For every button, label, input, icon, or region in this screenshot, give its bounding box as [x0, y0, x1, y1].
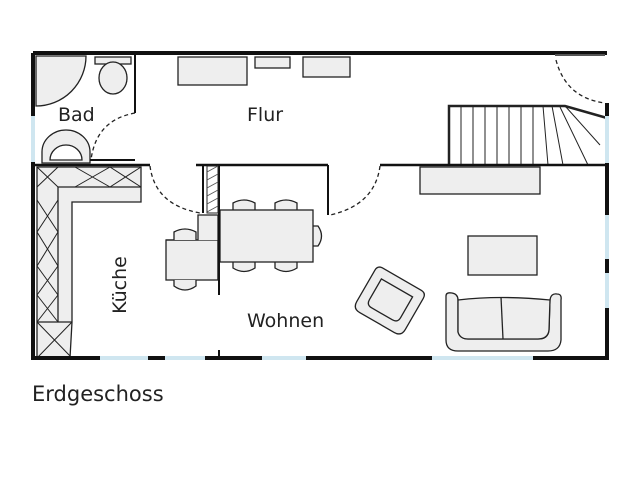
sideboard	[419, 166, 541, 195]
hall-cabinet	[177, 56, 248, 86]
room-label-living: Wohnen	[247, 310, 325, 332]
hall-bench	[302, 56, 351, 78]
toilet	[98, 61, 128, 95]
desk	[165, 239, 219, 281]
chimney	[206, 165, 219, 214]
shower	[35, 55, 87, 107]
door-swings	[90, 59, 606, 216]
chair	[173, 280, 197, 291]
chair	[173, 228, 197, 240]
chair	[232, 199, 256, 210]
armchair	[354, 266, 425, 335]
chair	[313, 225, 323, 247]
hall-shelf	[254, 56, 291, 69]
chair	[232, 262, 256, 273]
room-label-hall: Flur	[247, 104, 284, 126]
chair	[274, 199, 298, 210]
windows	[31, 116, 609, 360]
coffee-table	[467, 235, 538, 276]
staircase	[447, 104, 608, 166]
chair	[274, 262, 298, 273]
dining-table	[219, 209, 314, 263]
room-label-bath: Bad	[58, 104, 95, 126]
room-label-kitchen: Küche	[109, 256, 131, 314]
floor-caption: Erdgeschoss	[32, 382, 164, 406]
